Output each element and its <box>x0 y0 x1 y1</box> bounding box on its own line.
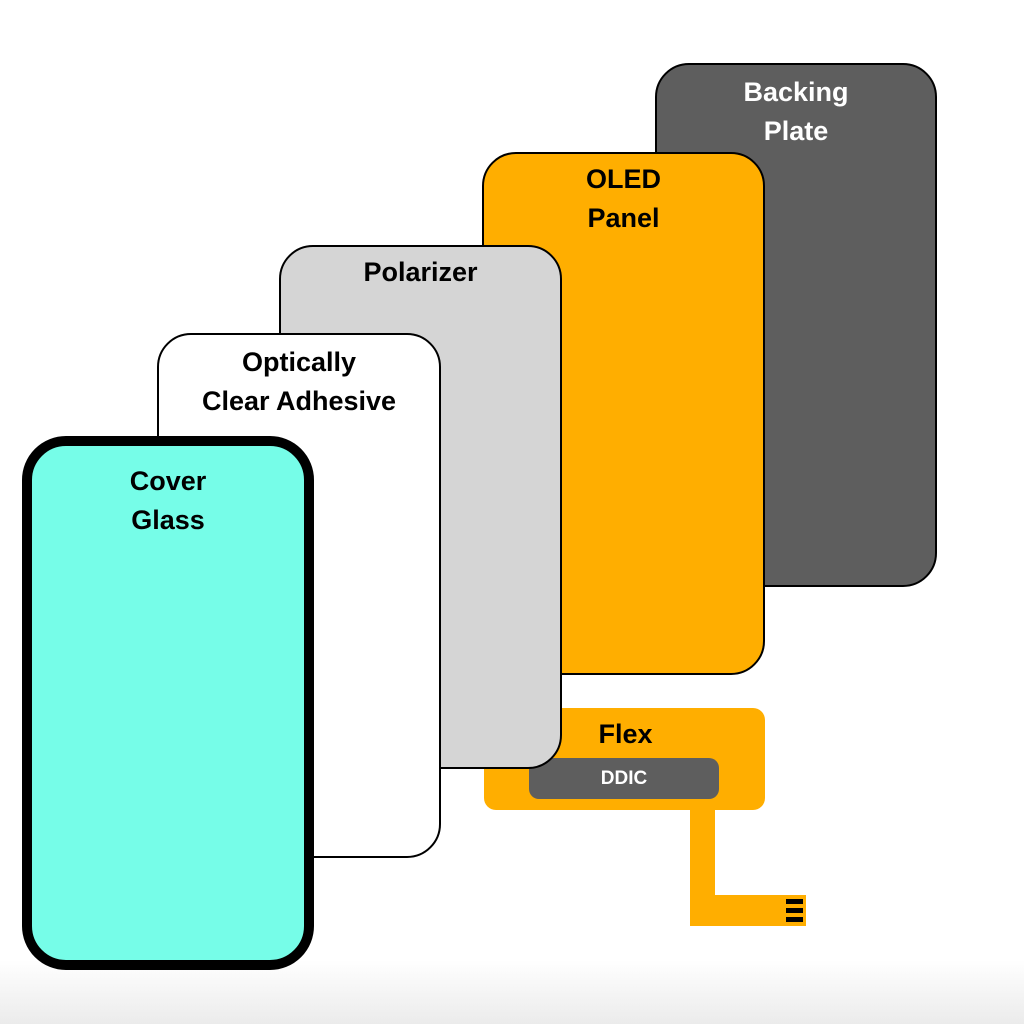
cover-glass-label-line-2: Glass <box>131 505 205 535</box>
flex-label: Flex <box>598 719 653 749</box>
optically-clear-adhesive-label: Optically Clear Adhesive <box>159 343 439 421</box>
backing-plate-label-line-2: Plate <box>763 116 829 146</box>
connector-pin <box>786 917 803 922</box>
backing-plate-label: Backing Plate <box>657 73 935 151</box>
connector-pin <box>786 908 803 913</box>
connector-pins-icon <box>786 899 803 922</box>
cover-glass-layer: Cover Glass <box>22 436 314 970</box>
polarizer-label: Polarizer <box>281 253 560 292</box>
ddic-chip: DDIC <box>529 758 719 799</box>
oled-panel-label-line-1: OLED <box>585 164 661 194</box>
oca-label-line-2: Clear Adhesive <box>201 386 397 416</box>
backing-plate-label-line-1: Backing <box>743 77 849 107</box>
cover-glass-label-line-1: Cover <box>129 466 207 496</box>
cover-glass-label: Cover Glass <box>32 462 304 540</box>
oled-panel-label-line-2: Panel <box>587 203 660 233</box>
oca-label-line-1: Optically <box>241 347 357 377</box>
polarizer-label-line-1: Polarizer <box>363 257 478 287</box>
connector-pin <box>786 899 803 904</box>
oled-panel-label: OLED Panel <box>484 160 763 238</box>
